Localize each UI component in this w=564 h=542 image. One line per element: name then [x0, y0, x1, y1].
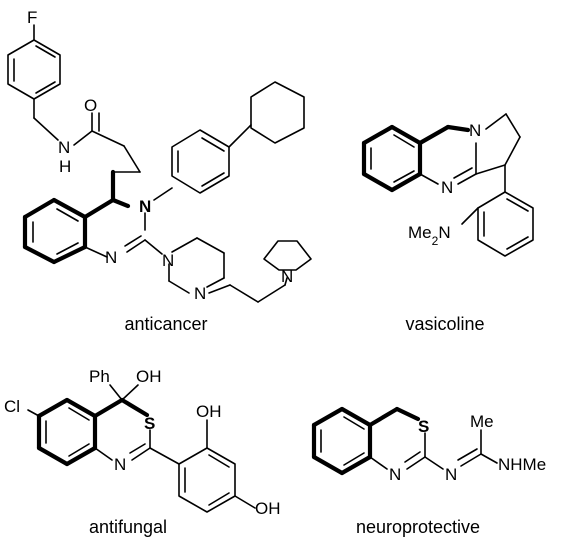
dihydroxyphenyl-ring	[178, 447, 236, 513]
cyclohexyl-ring	[250, 81, 305, 144]
atom-vasicoline-n-bridge: N	[469, 121, 481, 140]
atom-carbonyl-oxygen: O	[84, 96, 97, 115]
atom-vasicoline-n-imine: N	[441, 178, 453, 197]
atom-sulfur: S	[418, 417, 429, 436]
molecule-anticancer: F O N H N N N N N anticancer	[7, 8, 312, 334]
atom-piperazine-nitrogen-2: N	[194, 284, 206, 303]
antifungal-benzo-ring	[36, 397, 98, 467]
neuroprotective-benzo-ring	[311, 406, 373, 476]
caption-neuroprotective: neuroprotective	[356, 517, 480, 537]
caption-antifungal: antifungal	[89, 517, 167, 537]
molecule-antifungal: Cl Ph OH S N OH OH antifungal	[4, 367, 281, 537]
atom-phenyl: Ph	[89, 367, 110, 386]
pyrrolidine-ring	[263, 240, 312, 271]
atom-ring-nitrogen: N	[389, 465, 401, 484]
caption-anticancer: anticancer	[124, 314, 207, 334]
atom-chlorine: Cl	[4, 397, 20, 416]
atom-fluorine: F	[27, 8, 37, 27]
fluorophenyl-ring	[7, 24, 61, 100]
atom-methyl: Me	[470, 412, 494, 431]
atom-amide-nitrogen: N	[58, 138, 70, 157]
atom-sulfur: S	[144, 414, 155, 433]
dimethylaminophenyl-ring	[477, 191, 534, 257]
cyclohexylphenyl-ring	[171, 124, 252, 194]
vasicoline-benzo-ring	[361, 124, 423, 193]
molecule-vasicoline: N N Me2N vasicoline	[361, 113, 534, 334]
atom-imine-nitrogen: N	[114, 455, 126, 474]
atom-piperazine-nitrogen-1: N	[162, 251, 174, 270]
atom-dimethylamino: Me2N	[408, 223, 451, 248]
atom-imine-nitrogen: N	[105, 248, 117, 267]
atom-ring-nitrogen: N	[139, 197, 151, 216]
atom-pyrrolidine-nitrogen: N	[281, 267, 293, 286]
piperazine-ring	[168, 237, 225, 294]
atom-hydroxyl-1: OH	[136, 367, 162, 386]
atom-amide-hydrogen: H	[59, 157, 71, 176]
quinazoline-benzo-ring	[22, 197, 88, 265]
molecule-neuroprotective: S N N Me NHMe neuroprotective	[311, 406, 546, 537]
atom-exo-nitrogen: N	[445, 465, 457, 484]
atom-hydroxyl-3: OH	[255, 499, 281, 518]
caption-vasicoline: vasicoline	[405, 314, 484, 334]
atom-methylamino: NHMe	[498, 455, 546, 474]
atom-hydroxyl-2: OH	[196, 402, 222, 421]
